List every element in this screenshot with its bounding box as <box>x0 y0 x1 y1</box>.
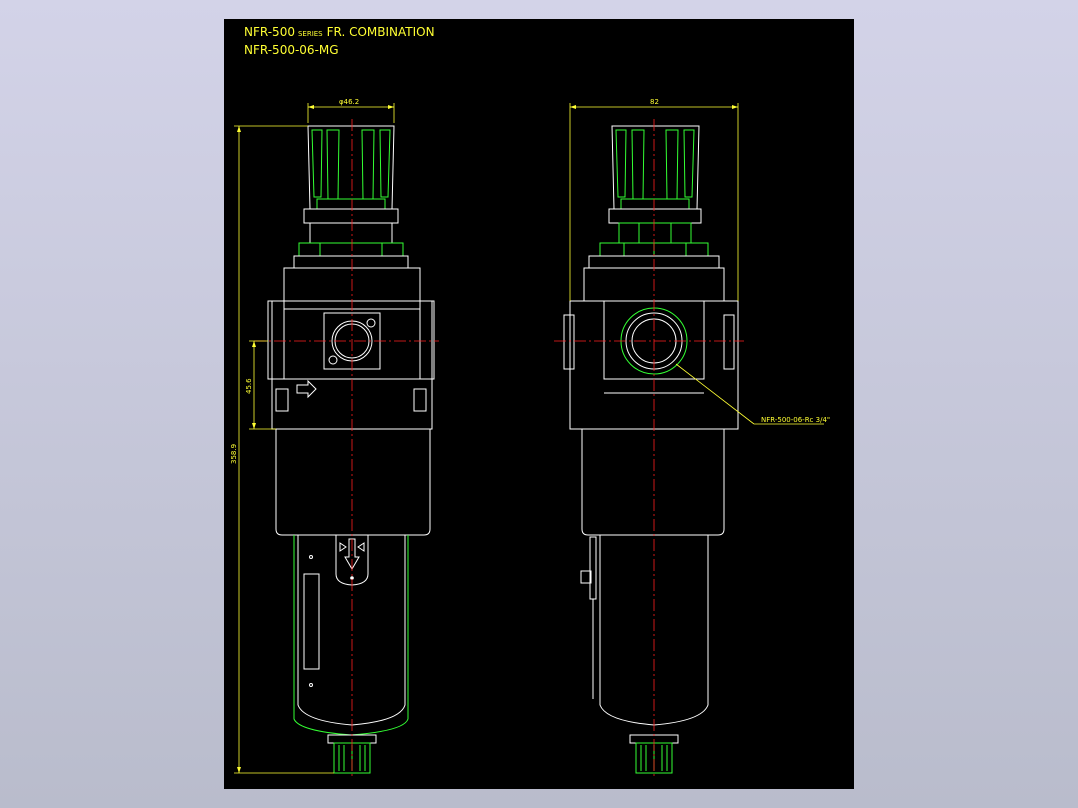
dim-port-height: 45.6 <box>245 378 253 394</box>
right-bowl <box>580 535 709 726</box>
left-knob <box>303 125 399 224</box>
right-bowl-guard <box>581 428 725 536</box>
dim-right-width: 82 <box>650 98 659 106</box>
left-view: φ46.2 358.9 45.6 <box>230 98 439 779</box>
right-body <box>563 267 739 430</box>
right-knob <box>608 125 702 224</box>
flow-arrow-icon <box>296 379 317 399</box>
left-body <box>267 267 435 430</box>
drain-arrow-icon <box>344 538 360 570</box>
left-dimensions: φ46.2 358.9 45.6 <box>230 98 395 774</box>
dim-left-width: φ46.2 <box>339 98 359 106</box>
title-line-2: NFR-500-06-MG <box>244 43 339 57</box>
right-dimensions: 82 <box>569 98 739 301</box>
port-callout: NFR-500-06-Rc 3/4" <box>675 363 830 425</box>
right-drain <box>629 734 679 774</box>
left-bowl <box>293 535 409 736</box>
dim-overall-height: 358.9 <box>230 444 238 464</box>
right-view: 82 NFR-500-06-Rc 3/4" <box>554 98 830 779</box>
left-nut <box>293 222 409 269</box>
port-callout-label: NFR-500-06-Rc 3/4" <box>761 416 830 424</box>
left-bowl-guard <box>275 428 431 536</box>
